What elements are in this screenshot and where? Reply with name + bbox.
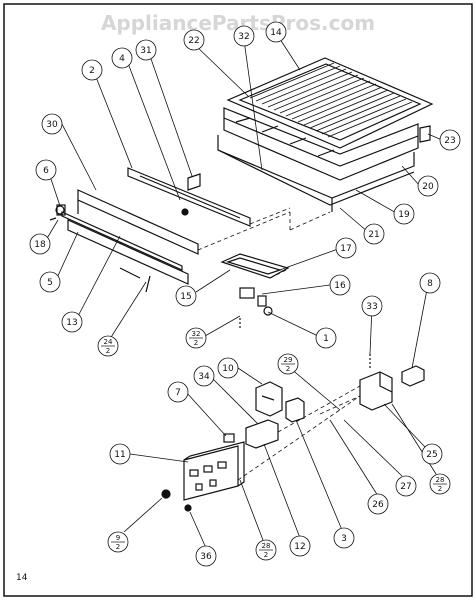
svg-text:22: 22 <box>188 36 199 46</box>
svg-text:14: 14 <box>270 28 282 38</box>
callout-21: 21 <box>363 223 385 245</box>
leader-lines <box>45 35 443 549</box>
callout-34: 34 <box>193 365 215 387</box>
svg-text:19: 19 <box>398 210 410 220</box>
callout-18: 18 <box>29 233 51 255</box>
svg-text:25: 25 <box>426 450 437 460</box>
svg-text:26: 26 <box>372 500 384 510</box>
svg-text:4: 4 <box>119 54 125 64</box>
callout-13: 13 <box>61 311 83 333</box>
callout-28-2: 282 <box>429 473 451 495</box>
svg-text:32: 32 <box>238 32 249 42</box>
callout-23: 23 <box>439 129 461 151</box>
callout-16: 16 <box>329 274 351 296</box>
callout-29-2: 292 <box>277 353 299 375</box>
svg-text:33: 33 <box>366 302 377 312</box>
svg-text:13: 13 <box>66 318 77 328</box>
svg-text:2: 2 <box>194 339 198 347</box>
callout-36: 36 <box>195 545 217 567</box>
callout-10: 10 <box>217 357 239 379</box>
rail-assembly <box>127 167 251 227</box>
svg-text:8: 8 <box>427 279 433 289</box>
callout-2: 2 <box>81 59 103 81</box>
callout-6: 6 <box>35 159 57 181</box>
svg-text:18: 18 <box>34 240 46 250</box>
callout-labels: 14 22 32 31 4 2 30 6 18 5 13 242 23 20 1… <box>29 21 461 567</box>
callout-14: 14 <box>265 21 287 43</box>
svg-text:10: 10 <box>222 364 234 374</box>
crisper-cover-assembly <box>217 57 434 212</box>
callout-32: 32 <box>233 25 255 47</box>
callout-28-2b: 282 <box>255 539 277 561</box>
svg-text:34: 34 <box>198 372 210 382</box>
svg-text:29: 29 <box>284 356 293 364</box>
assembly-lines <box>197 207 361 481</box>
page-border <box>3 3 473 597</box>
svg-text:21: 21 <box>368 230 379 240</box>
callout-5: 5 <box>39 271 61 293</box>
callout-9-2: 92 <box>107 531 129 553</box>
svg-text:30: 30 <box>46 120 58 130</box>
callout-33: 33 <box>361 295 383 317</box>
svg-text:6: 6 <box>43 166 49 176</box>
callout-22: 22 <box>183 29 205 51</box>
callout-3: 3 <box>333 527 355 549</box>
svg-text:28: 28 <box>262 542 271 550</box>
svg-text:11: 11 <box>114 450 125 460</box>
callout-4: 4 <box>111 47 133 69</box>
svg-text:20: 20 <box>422 182 434 192</box>
svg-text:31: 31 <box>140 46 151 56</box>
callout-25: 25 <box>421 443 443 465</box>
svg-text:2: 2 <box>89 66 95 76</box>
svg-text:2: 2 <box>438 485 442 493</box>
svg-text:32: 32 <box>192 330 201 338</box>
callout-26: 26 <box>367 493 389 515</box>
callout-20: 20 <box>417 175 439 197</box>
svg-text:27: 27 <box>400 482 411 492</box>
svg-text:9: 9 <box>116 534 120 542</box>
callout-31: 31 <box>135 39 157 61</box>
svg-text:2: 2 <box>106 347 110 355</box>
callout-30: 30 <box>41 113 63 135</box>
right-bracket <box>359 354 425 411</box>
svg-text:24: 24 <box>104 338 113 346</box>
svg-text:1: 1 <box>323 334 329 344</box>
callout-11: 11 <box>109 443 131 465</box>
callout-7: 7 <box>167 381 189 403</box>
svg-text:23: 23 <box>444 136 455 146</box>
svg-text:15: 15 <box>180 292 191 302</box>
callout-32-2: 322 <box>185 327 207 349</box>
page-number: 14 <box>16 573 28 583</box>
svg-text:3: 3 <box>341 534 347 544</box>
callout-1: 1 <box>315 327 337 349</box>
svg-text:28: 28 <box>436 476 445 484</box>
svg-text:2: 2 <box>116 543 120 551</box>
front-panel-assembly <box>49 189 199 293</box>
callout-17: 17 <box>335 237 357 259</box>
svg-text:2: 2 <box>264 551 268 559</box>
callout-12: 12 <box>289 535 311 557</box>
svg-text:16: 16 <box>334 281 346 291</box>
svg-text:5: 5 <box>47 278 53 288</box>
callout-27: 27 <box>395 475 417 497</box>
svg-text:17: 17 <box>340 244 351 254</box>
callout-19: 19 <box>393 203 415 225</box>
lower-controls <box>161 381 305 512</box>
callout-24-2: 242 <box>97 335 119 357</box>
svg-text:12: 12 <box>294 542 305 552</box>
callout-15: 15 <box>175 285 197 307</box>
svg-text:36: 36 <box>200 552 212 562</box>
svg-text:7: 7 <box>175 388 181 398</box>
svg-text:2: 2 <box>286 365 290 373</box>
callout-8: 8 <box>419 272 441 294</box>
